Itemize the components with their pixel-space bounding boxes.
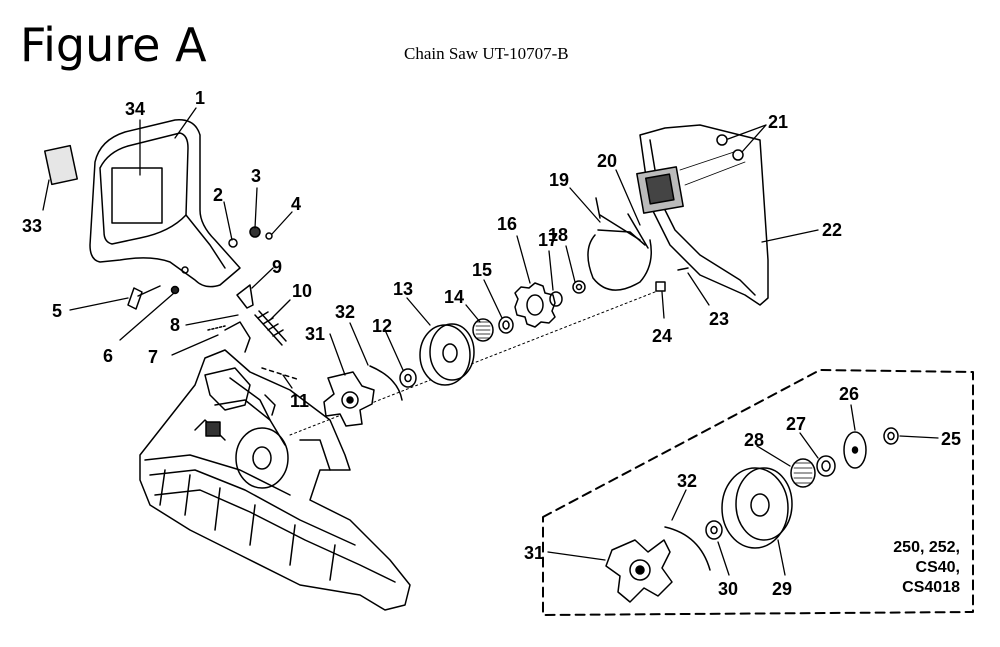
nut-21b bbox=[732, 149, 744, 161]
callout-23: 23 bbox=[709, 309, 729, 329]
square-nut-24 bbox=[655, 281, 666, 292]
hand-guard bbox=[89, 119, 241, 288]
callout-20: 20 bbox=[597, 151, 617, 171]
callout-12: 12 bbox=[372, 316, 392, 336]
washer-17 bbox=[549, 291, 563, 307]
callout-17: 17 bbox=[538, 230, 558, 250]
callout-13: 13 bbox=[393, 279, 413, 299]
callout-28: 28 bbox=[744, 430, 764, 450]
callout-10: 10 bbox=[292, 281, 312, 301]
decal bbox=[43, 144, 79, 186]
callout-21: 21 bbox=[768, 112, 788, 132]
washer-26 bbox=[843, 431, 867, 469]
nut-25 bbox=[883, 427, 899, 445]
callout-29: 29 bbox=[772, 579, 792, 599]
guard-hardware bbox=[127, 226, 301, 381]
callout-15: 15 bbox=[472, 260, 492, 280]
leader-lines bbox=[42, 107, 939, 576]
callout-8: 8 bbox=[170, 315, 180, 335]
callout-16: 16 bbox=[497, 214, 517, 234]
needle-bearing-28 bbox=[790, 458, 816, 488]
clutch-drum-lower bbox=[721, 467, 793, 549]
callout-numbers: 1 2 3 4 5 6 7 8 9 10 11 12 13 14 15 16 1… bbox=[22, 88, 961, 599]
callout-18: 18 bbox=[548, 225, 568, 245]
callout-3: 3 bbox=[251, 166, 261, 186]
callout-19: 19 bbox=[549, 170, 569, 190]
callout-6: 6 bbox=[103, 346, 113, 366]
sprocket-cover bbox=[636, 124, 769, 306]
needle-bearing-14 bbox=[472, 316, 514, 342]
figure-title: Figure A bbox=[20, 18, 207, 72]
callout-25: 25 bbox=[941, 429, 961, 449]
callout-32-inset: 32 bbox=[677, 471, 697, 491]
sprocket-16 bbox=[514, 282, 556, 328]
brake-band bbox=[587, 197, 652, 291]
callout-4: 4 bbox=[291, 194, 301, 214]
bushing-27 bbox=[816, 455, 836, 477]
callout-5: 5 bbox=[52, 301, 62, 321]
clutch-spring-lower bbox=[664, 526, 711, 571]
clutch-spring-upper bbox=[369, 365, 403, 401]
callout-30: 30 bbox=[718, 579, 738, 599]
diagram-subtitle: Chain Saw UT-10707-B bbox=[404, 44, 569, 63]
model-line-1: 250, 252, bbox=[893, 539, 960, 556]
callout-33: 33 bbox=[22, 216, 42, 236]
model-list: 250, 252, CS40, CS4018 bbox=[840, 538, 960, 598]
inset-border bbox=[542, 369, 974, 616]
callout-27: 27 bbox=[786, 414, 806, 434]
washer-12 bbox=[399, 368, 417, 388]
callout-31: 31 bbox=[305, 324, 325, 344]
callout-24: 24 bbox=[652, 326, 672, 346]
model-line-3: CS4018 bbox=[902, 579, 960, 596]
callout-11: 11 bbox=[290, 391, 309, 411]
screw-23 bbox=[677, 267, 689, 271]
callout-1: 1 bbox=[195, 88, 205, 108]
callout-32: 32 bbox=[335, 302, 355, 322]
nut-21a bbox=[716, 134, 728, 146]
clutch-shoe-upper bbox=[323, 371, 375, 427]
callout-26: 26 bbox=[839, 384, 859, 404]
callout-34: 34 bbox=[125, 99, 145, 119]
washer-18 bbox=[572, 280, 586, 294]
callout-7: 7 bbox=[148, 347, 158, 367]
callout-31-inset: 31 bbox=[524, 543, 544, 563]
callout-9: 9 bbox=[272, 257, 282, 277]
callout-2: 2 bbox=[213, 185, 223, 205]
engine-housing bbox=[139, 349, 411, 611]
model-line-2: CS40, bbox=[915, 559, 960, 576]
clutch-drum-upper bbox=[419, 323, 475, 386]
callout-14: 14 bbox=[444, 287, 464, 307]
callout-22: 22 bbox=[822, 220, 842, 240]
washer-30 bbox=[705, 520, 723, 540]
clutch-shoe-lower bbox=[605, 539, 673, 603]
